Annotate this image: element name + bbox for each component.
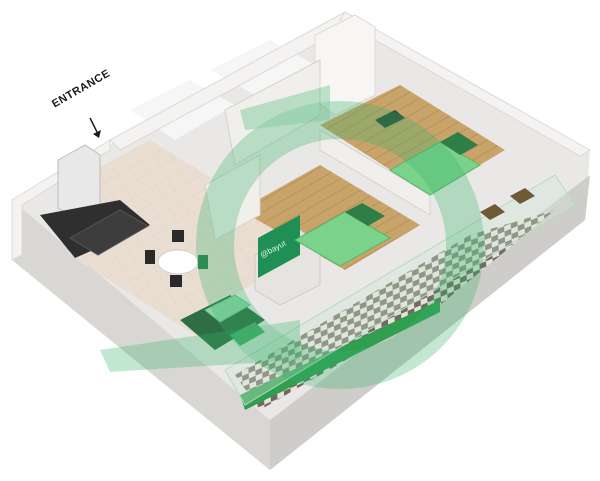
coffee-table xyxy=(204,294,251,323)
balcony-chair xyxy=(480,204,505,220)
dining-chair xyxy=(145,250,155,264)
slab-edge-right xyxy=(270,175,590,470)
dining-table xyxy=(157,249,199,275)
tv-screen xyxy=(258,215,300,278)
watermark-logo-icon xyxy=(100,85,484,389)
bed-2 xyxy=(293,211,392,267)
bed-2-pillow xyxy=(345,203,385,226)
entrance-arrow-icon xyxy=(89,117,101,138)
partition-wall-3 xyxy=(319,129,431,216)
partition-wall-1 xyxy=(224,59,321,166)
balcony-planter xyxy=(240,300,440,410)
living-floor xyxy=(60,140,320,335)
dining-chair xyxy=(170,275,182,287)
bed-1-pillow xyxy=(440,132,478,155)
kitchen-counter-top xyxy=(69,209,150,256)
outer-wall-right xyxy=(339,11,591,157)
dining-chair xyxy=(172,230,184,242)
dining-chair xyxy=(198,255,208,269)
balcony-railing xyxy=(224,174,576,406)
bedroom-1-chair xyxy=(375,110,405,128)
slab-edge-front xyxy=(12,200,270,470)
partition-wall-2 xyxy=(204,154,261,241)
bed-1 xyxy=(389,141,481,196)
balcony-chair xyxy=(510,188,535,204)
armchair xyxy=(230,322,265,346)
